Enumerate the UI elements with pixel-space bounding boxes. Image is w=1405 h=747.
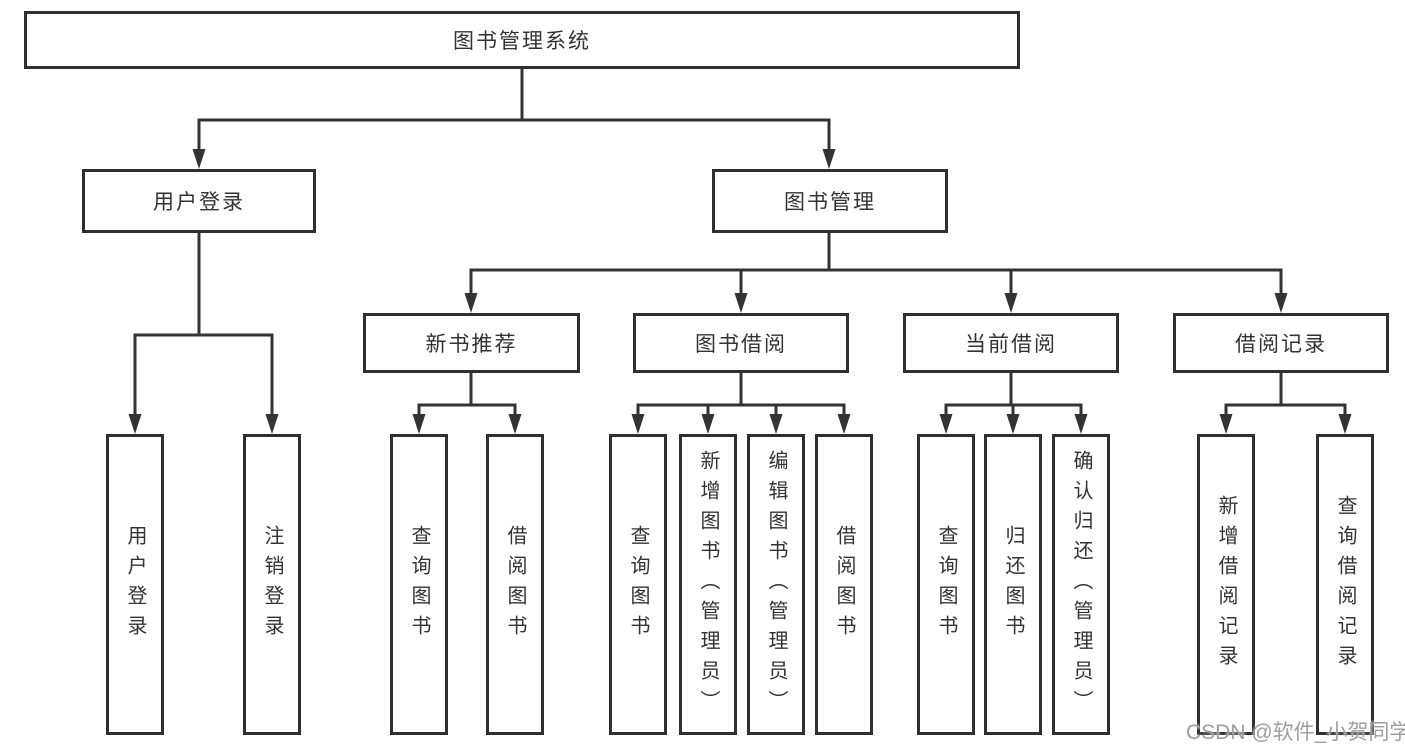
arrow-down-icon [1004,293,1018,313]
leaf-user-login-label: 用户登录 [124,524,146,645]
leaf-return-books: 归还图书 [984,434,1042,735]
arrow-down-icon [701,414,715,434]
leaf-query-books-current: 查询图书 [917,434,975,735]
arrow-down-icons [128,149,1352,434]
arrow-down-icon [1074,414,1088,434]
node-borrow-records: 借阅记录 [1173,313,1389,373]
leaf-query-books-recommend: 查询图书 [390,434,448,735]
arrow-down-icon [128,414,142,434]
leaf-confirm-return-admin-label: 确认归还（管理员） [1070,449,1092,720]
leaf-user-login: 用户登录 [106,434,164,735]
node-book-borrow: 图书借阅 [633,313,849,373]
leaf-add-book-admin: 新增图书（管理员） [679,434,737,735]
leaf-borrow-books-recommend: 借阅图书 [486,434,544,735]
node-book-management: 图书管理 [712,169,948,233]
arrow-down-icon [1006,414,1020,434]
node-book-management-label: 图书管理 [784,191,876,214]
leaf-query-books-current-label: 查询图书 [935,524,957,645]
leaf-query-books-borrow: 查询图书 [609,434,667,735]
arrow-down-icon [769,414,783,434]
leaf-logout: 注销登录 [243,434,301,735]
connector-current-borrow-children [944,373,1083,415]
arrow-down-icon [1274,293,1288,313]
arrow-down-icon [464,293,478,313]
arrow-down-icon [1338,414,1352,434]
node-current-borrow-label: 当前借阅 [965,333,1057,356]
leaf-query-borrow-record: 查询借阅记录 [1316,434,1374,735]
arrow-down-icon [412,414,426,434]
node-root-label: 图书管理系统 [453,30,591,53]
node-book-borrow-label: 图书借阅 [695,333,787,356]
leaf-query-books-recommend-label: 查询图书 [408,524,430,645]
leaf-edit-book-admin: 编辑图书（管理员） [747,434,805,735]
watermark: CSDN @软件_小贺同学 [1186,721,1405,744]
arrow-down-icon [822,149,836,169]
arrow-down-icon [265,414,279,434]
arrow-down-icon [837,414,851,434]
connector-book-borrow-children [636,373,846,415]
leaf-query-books-borrow-label: 查询图书 [627,524,649,645]
leaf-borrow-books-borrow: 借阅图书 [815,434,873,735]
arrow-down-icon [192,149,206,169]
node-user-login: 用户登录 [82,169,316,233]
arrow-down-icon [508,414,522,434]
leaf-borrow-books-recommend-label: 借阅图书 [504,524,526,645]
arrow-down-icon [939,414,953,434]
node-current-borrow: 当前借阅 [903,313,1119,373]
leaf-add-book-admin-label: 新增图书（管理员） [697,449,719,720]
arrow-down-icon [734,293,748,313]
node-borrow-records-label: 借阅记录 [1235,333,1327,356]
leaf-return-books-label: 归还图书 [1002,524,1024,645]
leaf-add-borrow-record-label: 新增借阅记录 [1215,494,1237,675]
node-new-book-recommend-label: 新书推荐 [425,333,518,356]
connector-user-login-children [133,233,274,415]
leaf-confirm-return-admin: 确认归还（管理员） [1052,434,1110,735]
connector-book-management-to-level3 [469,233,1283,294]
connector-root-to-level2 [197,69,831,150]
connector-borrow-records-children [1224,373,1347,415]
node-root: 图书管理系统 [24,11,1020,69]
leaf-query-borrow-record-label: 查询借阅记录 [1334,494,1356,675]
leaf-borrow-books-borrow-label: 借阅图书 [833,524,855,645]
leaf-logout-label: 注销登录 [261,524,283,645]
arrow-down-icon [631,414,645,434]
leaf-add-borrow-record: 新增借阅记录 [1197,434,1255,735]
arrow-down-icon [1219,414,1233,434]
leaf-edit-book-admin-label: 编辑图书（管理员） [765,449,787,720]
node-new-book-recommend: 新书推荐 [363,313,580,373]
connector-new-book-recommend-children [417,373,517,415]
node-user-login-label: 用户登录 [153,191,245,214]
